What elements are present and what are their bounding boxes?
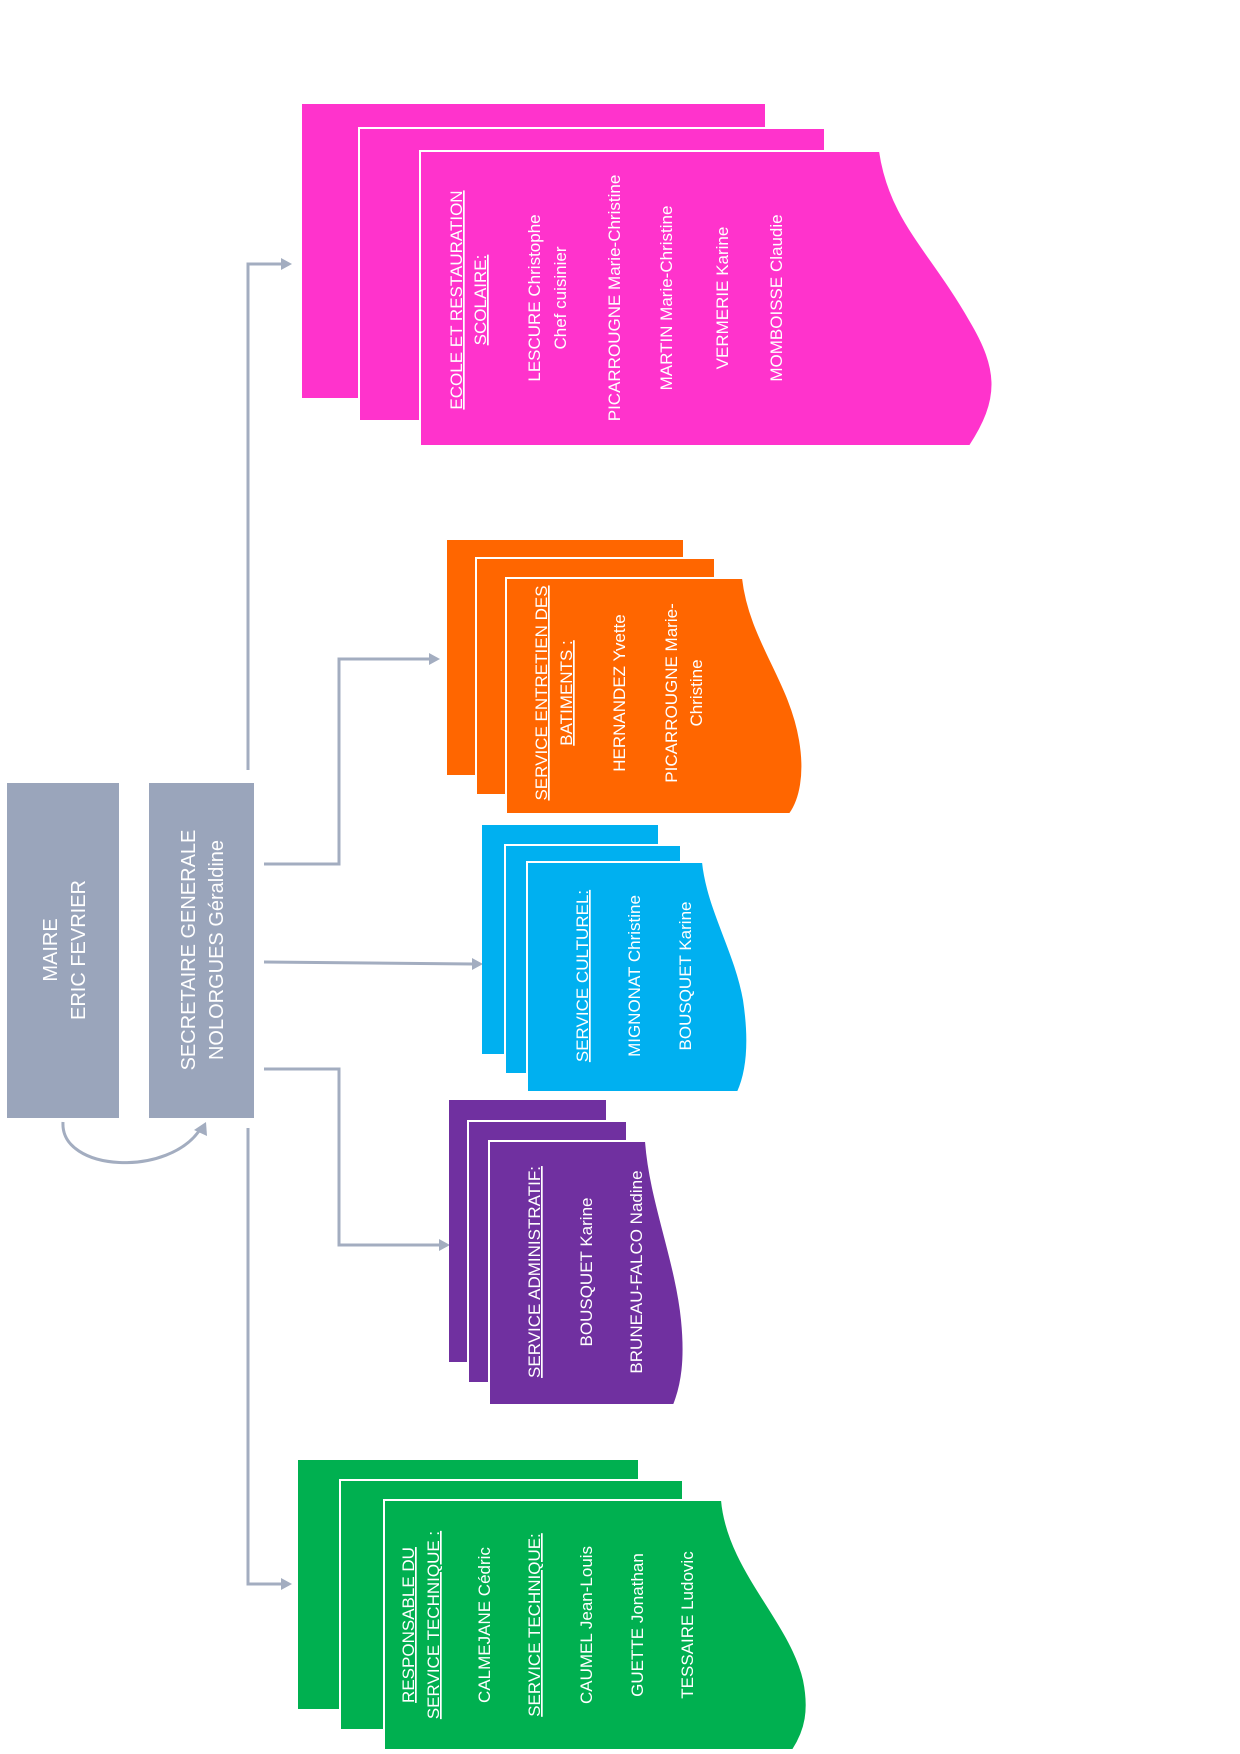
ecole-member-4: VERMERIE Karine: [713, 227, 732, 370]
connector-ecole: [246, 262, 282, 770]
connector-administratif-arrowhead: [439, 1239, 450, 1251]
service-technique-group: RESPONSABLE DU SERVICE TECHNIQUE : CALME…: [298, 1460, 808, 1751]
technique-header-1-line1: RESPONSABLE DU: [399, 1547, 418, 1703]
entretien-front-card: [505, 577, 804, 815]
ecole-front-card: [419, 150, 994, 447]
ecole-member-3: MARTIN Marie-Christine: [657, 206, 676, 391]
administratif-front-card: [488, 1140, 685, 1406]
secretary-box-bg: [149, 783, 254, 1118]
entretien-member-2-line2: Christine: [687, 659, 706, 726]
culturel-member-1: MIGNONAT Christine: [625, 895, 644, 1057]
technique-member-2: CAUMEL Jean-Louis: [577, 1546, 596, 1704]
service-culturel-group: SERVICE CULTUREL: MIGNONAT Christine BOU…: [482, 825, 749, 1093]
technique-header-1-line2: SERVICE TECHNIQUE :: [424, 1531, 443, 1719]
mayor-to-secretary-arrow: [61, 1121, 203, 1165]
ecole-member-5: MOMBOISSE Claudie: [767, 214, 786, 381]
service-administratif-group: SERVICE ADMINISTRATIF: BOUSQUET Karine B…: [449, 1100, 685, 1406]
secretary-name: NOLORGUES Géraldine: [206, 840, 228, 1060]
technique-member-3: GUETTE Jonathan: [628, 1553, 647, 1697]
connector-technique: [246, 1128, 282, 1586]
secretary-box: SECRETAIRE GENERALE NOLORGUES Géraldine: [149, 783, 254, 1118]
technique-header-2: SERVICE TECHNIQUE:: [525, 1533, 544, 1717]
connector-culturel-arrowhead: [472, 958, 483, 970]
connector-ecole-arrowhead: [281, 258, 292, 270]
ecole-header-line2: SCOLAIRE:: [471, 255, 490, 346]
administratif-member-2: BRUNEAU-FALCO Nadine: [627, 1170, 646, 1373]
culturel-header: SERVICE CULTUREL:: [573, 890, 592, 1062]
culturel-member-2: BOUSQUET Karine: [676, 902, 695, 1051]
entretien-header-line2: BATIMENTS :: [557, 640, 576, 745]
ecole-member-1-role: Chef cuisinier: [551, 246, 570, 349]
technique-member-4: TESSAIRE Ludovic: [678, 1551, 697, 1699]
technique-member-1: CALMEJANE Cédric: [475, 1547, 494, 1703]
entretien-member-1: HERNANDEZ Yvette: [610, 614, 629, 771]
administratif-member-1: BOUSQUET Karine: [577, 1198, 596, 1347]
technique-front-card: [383, 1499, 808, 1751]
connectors: [246, 258, 483, 1590]
mayor-box-bg: [7, 783, 119, 1118]
mayor-to-secretary-arrowhead: [194, 1122, 207, 1136]
connector-administratif: [264, 1067, 440, 1247]
entretien-member-2-line1: PICARROUGNE Marie-: [662, 603, 681, 782]
connector-entretien: [264, 657, 430, 866]
connector-technique-arrowhead: [281, 1578, 292, 1590]
ecole-header-line1: ECOLE ET RESTAURATION: [447, 190, 466, 409]
connector-entretien-arrowhead: [429, 653, 440, 665]
secretary-title: SECRETAIRE GENERALE: [178, 830, 200, 1071]
mayor-title: MAIRE: [40, 918, 62, 981]
ecole-member-1-name: LESCURE Christophe: [525, 214, 544, 381]
administratif-header: SERVICE ADMINISTRATIF:: [525, 1166, 544, 1378]
service-entretien-group: SERVICE ENTRETIEN DES BATIMENTS : HERNAN…: [447, 540, 804, 815]
service-ecole-group: ECOLE ET RESTAURATION SCOLAIRE: LESCURE …: [302, 104, 994, 447]
mayor-name: ERIC FEVRIER: [68, 880, 90, 1020]
connector-culturel: [263, 960, 474, 966]
entretien-header-line1: SERVICE ENTRETIEN DES: [532, 585, 551, 800]
culturel-front-card: [526, 861, 749, 1093]
mayor-box: MAIRE ERIC FEVRIER: [7, 783, 119, 1118]
ecole-member-2: PICARROUGNE Marie-Christine: [605, 175, 624, 422]
